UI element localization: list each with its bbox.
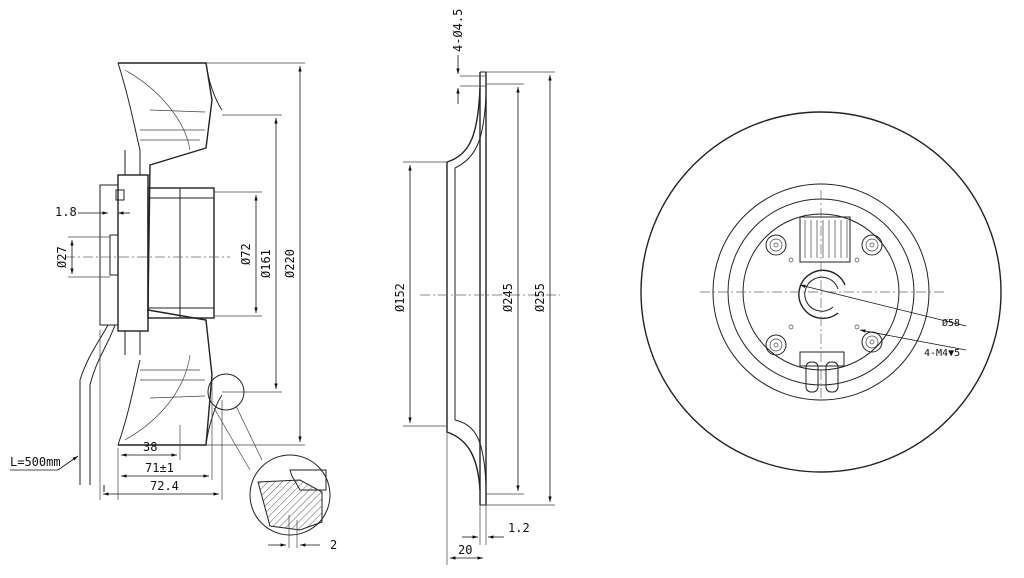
dim-1-8-label: 1.8 xyxy=(55,205,77,219)
dim-72-4-label: 72.4 xyxy=(150,479,179,493)
side-view-dimensions: Ø220 Ø161 Ø72 Ø27 1.8 38 71±1 72.4 xyxy=(10,62,305,500)
front-view-dimensions: Ø58 4-M4▼5 xyxy=(799,284,967,359)
dim-2-label: 2 xyxy=(330,538,337,552)
dim-245-label: Ø245 xyxy=(501,283,515,312)
fan-front-view xyxy=(640,111,1002,473)
inlet-ring-dimensions: 4-Ø4.5 Ø255 Ø245 Ø152 1.2 20 xyxy=(393,9,555,565)
threads-label: 4-M4▼5 xyxy=(924,348,960,359)
dim-255-label: Ø255 xyxy=(533,283,547,312)
dim-27-label: Ø27 xyxy=(55,246,69,268)
dim-58-label: Ø58 xyxy=(942,317,960,329)
mount-bolt-bottom-left xyxy=(765,334,787,356)
dim-72-label: Ø72 xyxy=(239,243,253,265)
mount-bolt-bottom-right xyxy=(861,331,883,353)
cable-length-label: L=500mm xyxy=(10,455,61,469)
mount-bolt-top-right xyxy=(861,234,883,256)
mount-bolt-top-left xyxy=(765,234,787,256)
fan-side-view xyxy=(65,62,230,492)
dim-220-label: Ø220 xyxy=(283,249,297,278)
dim-1-2-label: 1.2 xyxy=(508,521,530,535)
dim-71-label: 71±1 xyxy=(145,461,174,475)
dim-152-label: Ø152 xyxy=(393,283,407,312)
detail-view: 2 xyxy=(207,373,337,552)
dim-161-label: Ø161 xyxy=(259,249,273,278)
holes-label: 4-Ø4.5 xyxy=(451,9,465,52)
dim-20-label: 20 xyxy=(458,543,472,557)
dim-38-label: 38 xyxy=(143,440,157,454)
